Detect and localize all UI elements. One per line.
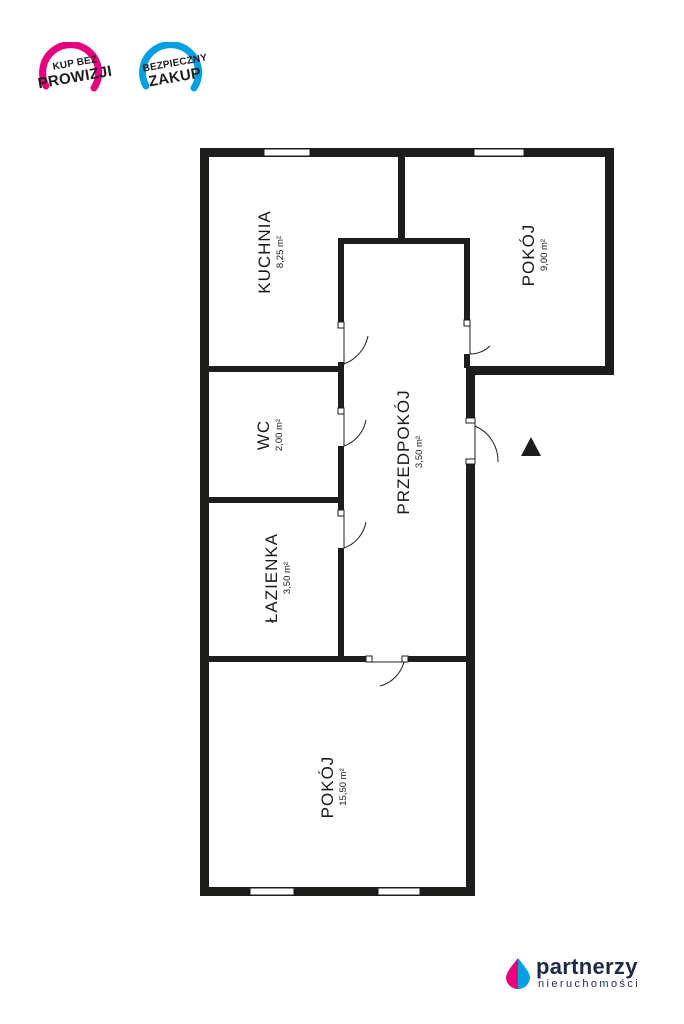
- room-name: POKÓJ: [318, 755, 337, 819]
- door-kuchnia: [343, 326, 369, 365]
- door-lazienka: [343, 514, 367, 549]
- badge-ring-icon: [139, 42, 203, 92]
- room-area: 9,00 m²: [539, 238, 550, 272]
- badge-kup-bez-prowizji: KUP BEZ PROWIZJI: [36, 42, 113, 104]
- room-kuchnia: KUCHNIA 8,25 m²: [255, 210, 287, 294]
- room-area: 3,50 m²: [282, 561, 293, 595]
- room-name: WC: [254, 419, 273, 451]
- brand-name: partnerzy: [536, 954, 638, 979]
- room-name: ŁAZIENKA: [262, 532, 281, 624]
- walls: [200, 148, 614, 896]
- badge-bezpieczny-zakup: BEZPIECZNY ZAKUP: [136, 42, 208, 104]
- room-przedpokoj: PRZEDPOKÓJ 3,50 m²: [394, 389, 426, 514]
- room-pokoj-small: POKÓJ 9,00 m²: [519, 224, 551, 287]
- room-area: 8,25 m²: [275, 235, 286, 269]
- brand-subtitle: nieruchomości: [538, 978, 641, 990]
- room-area: 2,00 m²: [274, 418, 285, 452]
- room-area: 15,50 m²: [338, 768, 349, 806]
- room-area: 3,50 m²: [414, 435, 425, 469]
- doors: [337, 319, 499, 687]
- brand-logo: partnerzy nieruchomości: [502, 952, 662, 996]
- door-entrance: [474, 418, 499, 464]
- door-wc: [343, 412, 367, 447]
- door-pokoj-large: [370, 661, 405, 687]
- room-name: KUCHNIA: [255, 210, 274, 294]
- room-lazienka: ŁAZIENKA 3,50 m²: [262, 533, 294, 623]
- badge-ring-icon: [39, 42, 103, 92]
- room-pokoj-large: POKÓJ 15,50 m²: [318, 756, 350, 819]
- brand-drop-icon: [506, 958, 530, 990]
- room-wc: WC 2,00 m²: [254, 419, 286, 451]
- room-name: PRZEDPOKÓJ: [394, 389, 413, 515]
- door-pokoj-small: [469, 324, 491, 355]
- room-name: POKÓJ: [519, 223, 538, 287]
- entrance-arrow-icon: [521, 437, 541, 456]
- windows: [249, 148, 525, 896]
